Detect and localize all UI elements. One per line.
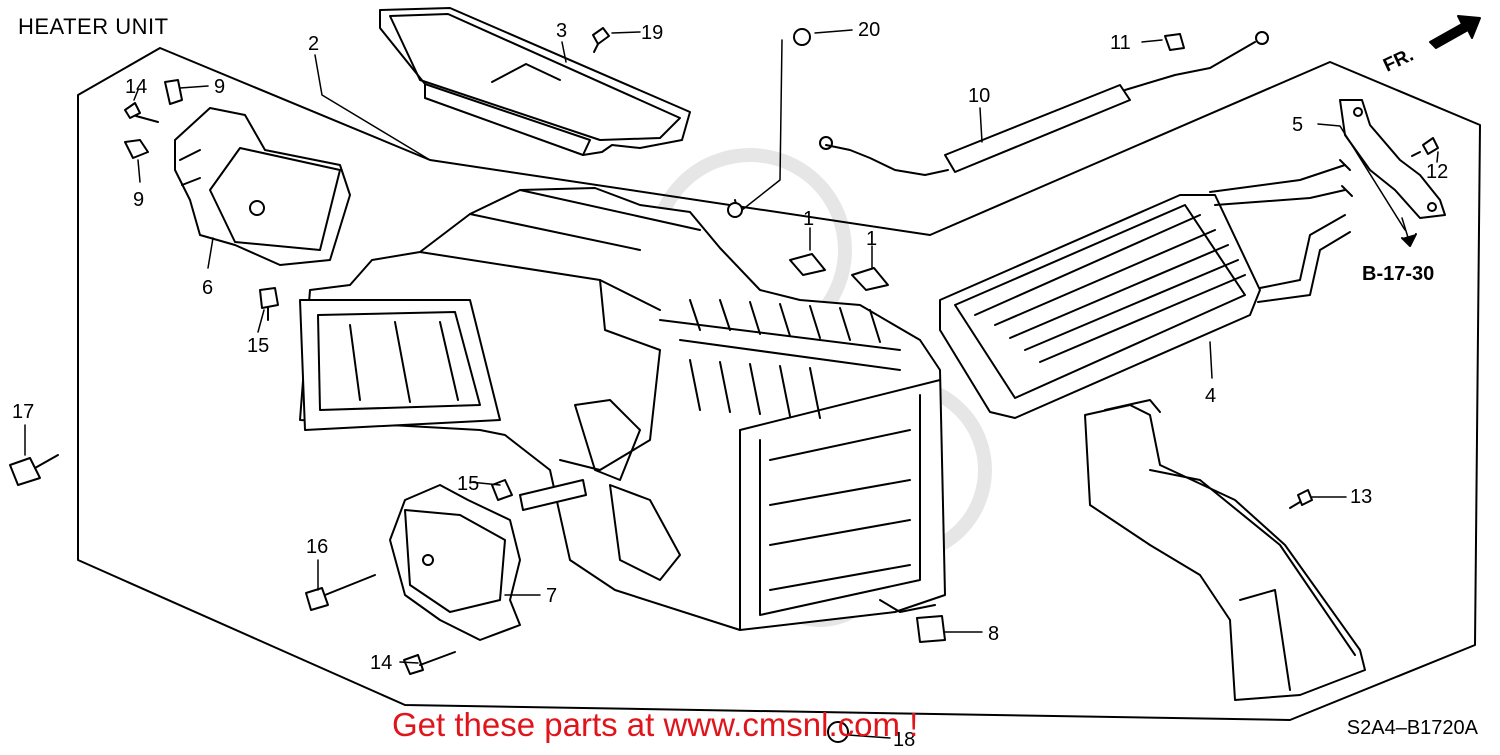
label-part-15a: 15 xyxy=(247,335,269,357)
label-part-14a: 14 xyxy=(125,76,147,98)
label-part-8: 8 xyxy=(988,623,999,645)
part-8-clip xyxy=(916,615,946,643)
front-marker-label: FR. xyxy=(1380,45,1417,77)
label-part-16: 16 xyxy=(306,536,328,558)
part-4-heater-core xyxy=(939,159,1353,419)
label-part-3: 3 xyxy=(556,20,567,42)
fasteners xyxy=(9,27,1439,743)
label-part-5: 5 xyxy=(1292,114,1303,136)
label-part-9a: 9 xyxy=(214,76,225,98)
label-part-11: 11 xyxy=(1110,32,1131,54)
label-part-13: 13 xyxy=(1350,486,1372,508)
label-part-17: 17 xyxy=(12,401,34,423)
part-6-actuator-motor xyxy=(174,107,351,266)
part-7-actuator-motor xyxy=(389,484,521,641)
front-arrow-icon xyxy=(1429,15,1481,49)
leader-lines xyxy=(24,29,1439,739)
label-part-12: 12 xyxy=(1426,161,1448,183)
label-part-20: 20 xyxy=(858,19,880,41)
label-part-4: 4 xyxy=(1205,385,1216,407)
label-part-14b: 14 xyxy=(370,652,392,674)
page-title: HEATER UNIT xyxy=(18,14,169,39)
part-10-cable xyxy=(819,31,1269,176)
reference-arrow-icon xyxy=(1401,233,1417,247)
part-5-bracket xyxy=(1339,99,1446,219)
label-part-15b: 15 xyxy=(457,473,479,495)
reference-label: B-17-30 xyxy=(1362,263,1434,285)
frame-outline xyxy=(77,47,1481,721)
label-part-19: 19 xyxy=(641,22,663,44)
part-2-heater-housing xyxy=(299,187,946,631)
label-part-7: 7 xyxy=(546,585,557,607)
label-part-1b: 1 xyxy=(866,228,877,250)
label-part-9b: 9 xyxy=(133,189,144,211)
label-part-6: 6 xyxy=(202,277,213,299)
label-part-10: 10 xyxy=(968,85,990,107)
part-13-duct xyxy=(1084,399,1366,701)
label-part-1a: 1 xyxy=(803,208,814,230)
part-3-top-duct xyxy=(379,7,691,156)
part-1-clips xyxy=(789,253,889,291)
footer-link[interactable]: Get these parts at www.cmsnl.com ! xyxy=(392,706,919,743)
label-part-2: 2 xyxy=(308,33,319,55)
label-part-18: 18 xyxy=(893,729,915,750)
diagram-code: S2A4–B1720A xyxy=(1346,717,1478,739)
part-number-labels: 1 1 2 3 4 5 6 7 8 9 9 10 11 12 13 14 14 … xyxy=(12,19,1448,751)
